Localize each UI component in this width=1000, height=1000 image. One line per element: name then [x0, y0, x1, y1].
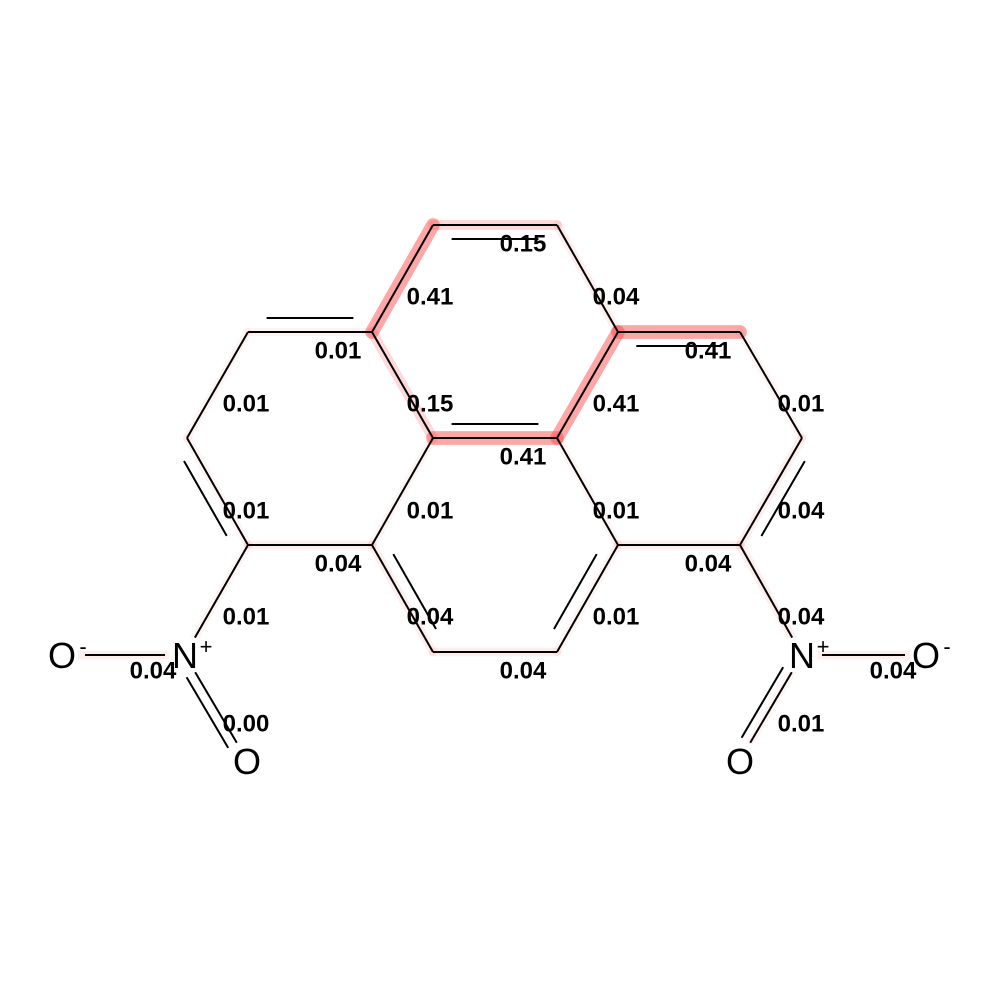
atom-o3: O-	[910, 634, 951, 676]
bond-line-b-top-left	[371, 224, 434, 333]
bond-inner-line-b-bottom-left	[392, 553, 437, 630]
bond-weight-label: 0.01	[407, 497, 454, 524]
bond-inner-line-b-n1-o2	[185, 676, 230, 749]
bond-line-b-top-right	[556, 224, 619, 333]
bond-weight-label: 0.01	[593, 603, 640, 630]
atom-charge: -	[79, 634, 86, 659]
bond-weight-label: 0.41	[593, 390, 640, 417]
atom-n2: N+	[786, 634, 829, 676]
atom-o1: O-	[46, 634, 87, 676]
atom-charge: +	[817, 634, 830, 659]
bond-weight-label: 0.01	[223, 497, 270, 524]
bond-line-b-mid-right	[556, 437, 619, 546]
bond-weight-label: 0.15	[500, 230, 547, 257]
bond-weight-label: 0.41	[500, 443, 547, 470]
bond-inner-line-b-bottom-right	[553, 553, 598, 630]
bond-line-b-center-right	[556, 331, 619, 439]
bond-weight-label: 0.01	[315, 337, 362, 364]
atom-symbol: O	[726, 741, 754, 782]
bond-weight-label: 0.04	[500, 657, 547, 684]
bond-line-b-mid-left	[371, 437, 434, 546]
bond-weight-label: 0.04	[407, 603, 454, 630]
bond-weight-label: 0.01	[223, 390, 270, 417]
bond-weight-label: 0.04	[778, 497, 825, 524]
bond-weight-label: 0.04	[685, 550, 732, 577]
bond-weight-label: 0.01	[223, 603, 270, 630]
bond-line-b-n2-o4	[749, 671, 793, 744]
bond-weight-label: 0.00	[223, 710, 270, 737]
bond-inner-line-b-n2-o4	[740, 666, 785, 739]
bond-weight-label: 0.04	[130, 657, 177, 684]
bond-weight-label: 0.01	[778, 710, 825, 737]
bond-line-b-n2-c	[739, 544, 794, 639]
bond-weight-label: 0.41	[685, 337, 732, 364]
bond-inner-line-b-left-low	[183, 460, 228, 537]
bond-weight-label: 0.41	[407, 283, 454, 310]
weight-label-layer: 0.15 0.41 0.04 0.01 0.41 0.01 0.15 0.41 0.01 0.41…	[130, 230, 917, 737]
atom-n1: N+	[169, 634, 212, 676]
bond-weight-label: 0.01	[778, 390, 825, 417]
atom-symbol: O	[912, 635, 940, 676]
atom-symbol: O	[233, 741, 261, 782]
atom-charge: +	[200, 634, 213, 659]
atom-symbol: O	[48, 635, 76, 676]
bond-layer	[85, 224, 905, 749]
bond-line-b-n1-o2	[194, 671, 238, 744]
bond-weight-label: 0.04	[593, 283, 640, 310]
bond-weight-label: 0.04	[778, 603, 825, 630]
bond-weight-label: 0.04	[315, 550, 362, 577]
atom-o4: O	[724, 741, 756, 782]
bond-line-b-left-low	[186, 437, 249, 546]
atom-symbol: N	[172, 635, 198, 676]
atom-symbol: N	[789, 635, 815, 676]
highlight-layer	[60, 218, 930, 765]
atom-charge: -	[943, 634, 950, 659]
bond-inner-line-b-right-low	[760, 460, 806, 537]
bond-line-b-left-top	[186, 331, 249, 439]
atom-layer: O-N+OO-N+O	[46, 634, 951, 782]
bond-line-b-bottom-left	[371, 544, 434, 653]
bond-weight-label: 0.15	[407, 390, 454, 417]
bond-line-b-center-left	[371, 331, 434, 439]
bond-line-b-bottom-right	[556, 544, 619, 653]
bond-line-b-right-down	[739, 331, 803, 439]
bond-line-b-right-low	[739, 437, 803, 546]
bond-weight-label: 0.04	[870, 657, 917, 684]
atom-o2: O	[231, 741, 263, 782]
bond-weight-label: 0.01	[593, 497, 640, 524]
bond-line-b-n1-c	[194, 544, 249, 639]
